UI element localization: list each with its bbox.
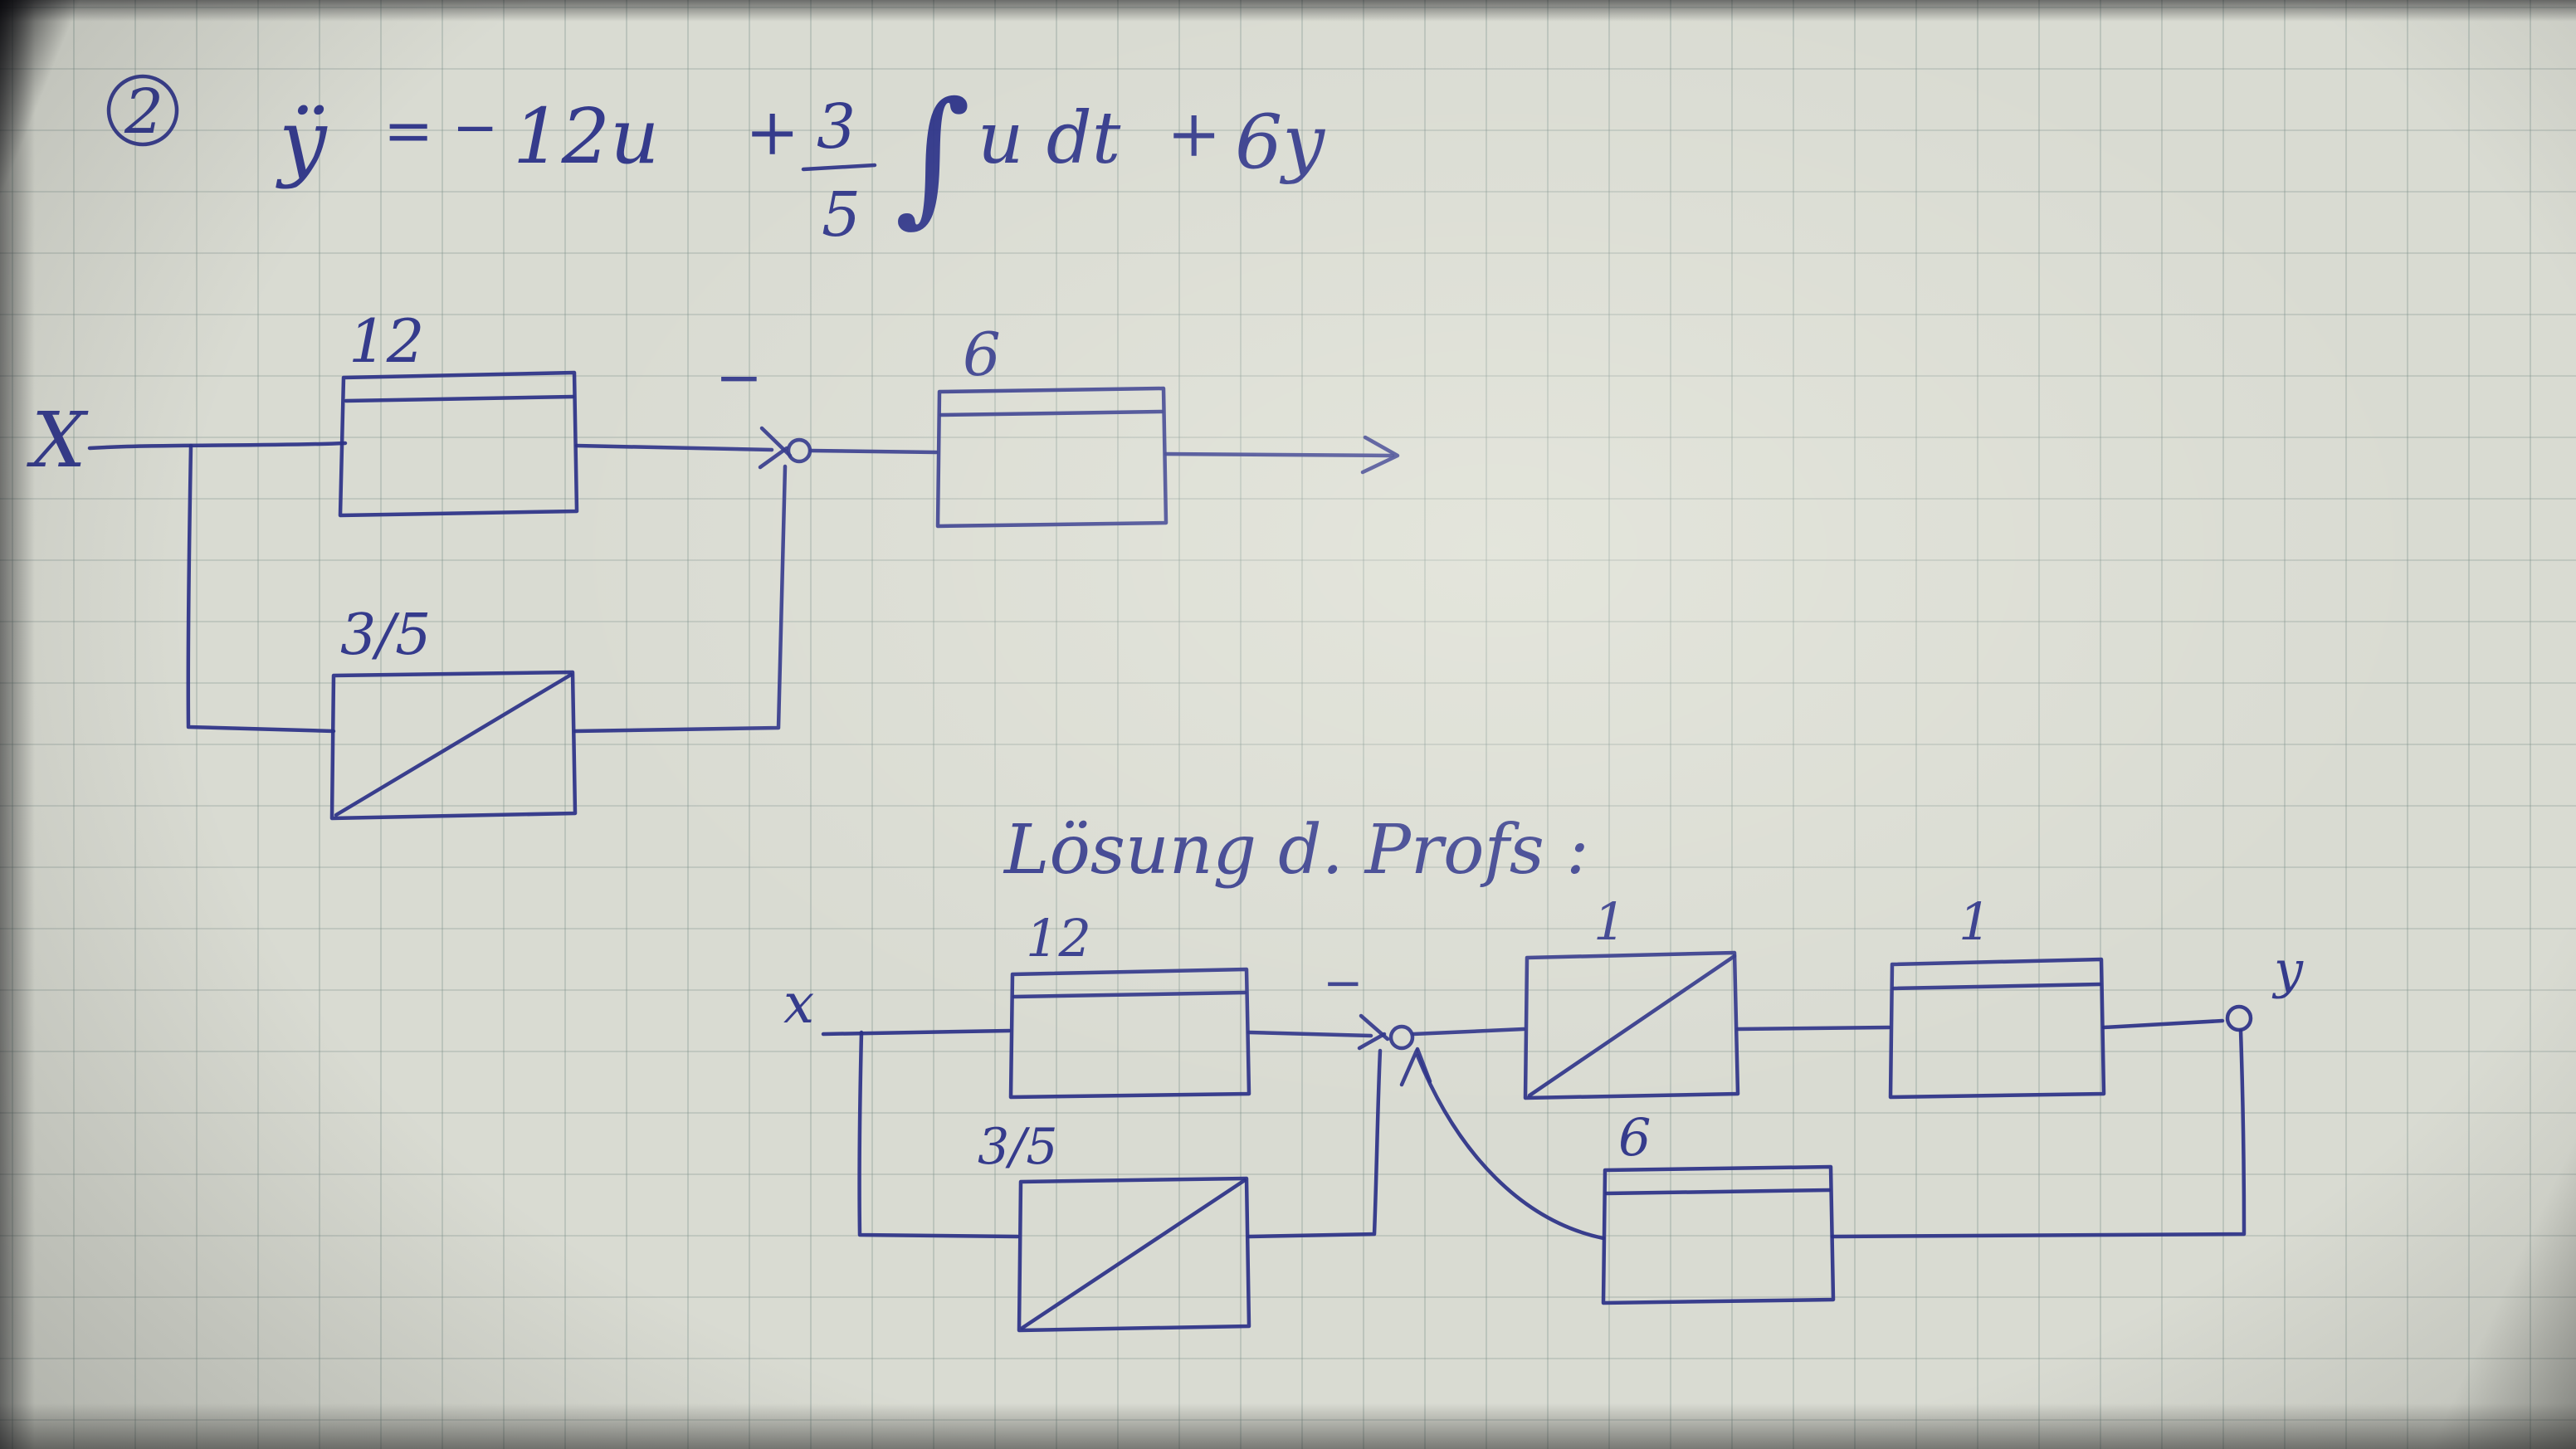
d1-gain12-label: 12 — [349, 306, 425, 376]
equation-minus: − — [452, 95, 498, 159]
d2-feedback-arrowhead-2 — [1417, 1049, 1430, 1081]
d2-gain12-label: 12 — [1026, 908, 1091, 968]
d2-gain35-diagonal — [1022, 1180, 1245, 1328]
d1-summing-junction — [788, 440, 810, 461]
d2-feedback-arrowhead-1 — [1402, 1051, 1417, 1085]
d2-gain35-label: 3/5 — [978, 1118, 1058, 1176]
d2-line-sum-to-int1 — [1413, 1029, 1524, 1034]
d1-sum-minus-sign: − — [715, 345, 763, 411]
d2-input-line — [823, 1031, 1009, 1034]
d2-line-gain35-to-sum — [1249, 1051, 1380, 1237]
d2-sum-minus-sign: − — [1323, 954, 1364, 1011]
equation-plus-1: + — [745, 95, 799, 170]
d1-gain12-block — [340, 373, 577, 515]
d2-line-gain12-to-sum — [1249, 1032, 1371, 1036]
d2-gain6-block — [1603, 1167, 1833, 1303]
solution-heading: Lösung d. Profs : — [1003, 811, 1589, 890]
exercise-number: 2 — [124, 76, 163, 148]
d1-input-label: X — [27, 396, 89, 485]
d2-line-int2-to-output — [2104, 1021, 2222, 1027]
d2-feedback-curve-to-sum — [1417, 1056, 1603, 1238]
d2-gain6-inner-line — [1607, 1190, 1829, 1193]
d2-integrator2-block — [1891, 959, 2104, 1097]
equation-integral-icon: ∫ — [895, 71, 971, 241]
diagram-initial: X — [27, 306, 1398, 818]
d2-output-label: y — [2271, 939, 2304, 1000]
d1-gain12-inner-line — [346, 397, 573, 401]
equation-lhs: ÿ — [276, 92, 328, 191]
d1-line-sum-to-gain6 — [811, 451, 936, 452]
d2-gain12-inner-line — [1014, 993, 1245, 997]
equation-plus-2: + — [1167, 97, 1221, 172]
equation-equals: = — [383, 95, 433, 165]
d1-gain6-block — [938, 388, 1166, 526]
diagram-profs: x — [783, 891, 2304, 1330]
d2-integrator1-label: 1 — [1593, 891, 1626, 952]
d1-gain35-diagonal — [336, 675, 571, 815]
d2-summing-junction — [1391, 1027, 1412, 1048]
d1-input-line — [90, 443, 345, 448]
d2-output-node — [2227, 1007, 2251, 1030]
d1-gain6-inner-line — [941, 412, 1162, 415]
d2-integrator2-label: 1 — [1959, 891, 1991, 952]
equation: ÿ = − 12u + 3 5 ∫ u dt + 6y — [276, 71, 1325, 251]
equation-feedback-term: 6y — [1235, 99, 1325, 186]
d1-line-gain12-to-sum — [577, 446, 772, 450]
d1-branch-line — [188, 446, 334, 731]
equation-frac-bar — [803, 165, 875, 169]
d2-input-label: x — [783, 972, 814, 1036]
d2-integrator1-diagonal — [1530, 956, 1734, 1095]
equation-integrand: u dt — [978, 97, 1121, 180]
d2-gain6-label: 6 — [1618, 1107, 1651, 1168]
equation-frac-num: 3 — [817, 91, 856, 163]
d1-gain35-label: 3/5 — [340, 603, 431, 668]
equation-frac-den: 5 — [822, 179, 861, 251]
d2-gain12-block — [1011, 969, 1249, 1097]
d2-feedback-line — [1832, 1031, 2244, 1237]
d1-line-gain35-to-sum — [575, 466, 785, 731]
d2-integrator2-inner-line — [1894, 984, 2100, 988]
d2-line-int1-to-int2 — [1738, 1027, 1889, 1029]
equation-coef-term: 12u — [513, 92, 659, 181]
d1-output-line — [1166, 454, 1393, 456]
d1-gain6-label: 6 — [963, 320, 1001, 389]
